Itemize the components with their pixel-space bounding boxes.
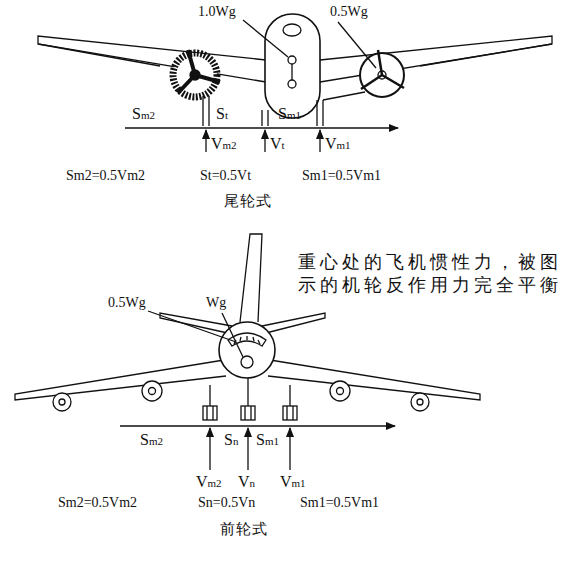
fuselage xyxy=(219,322,275,378)
engine xyxy=(411,393,429,411)
cg-mark xyxy=(241,356,253,368)
equation: Sm2=0.5Vm2 xyxy=(66,168,145,185)
leader-line xyxy=(222,313,243,357)
figure-caption: 尾轮式 xyxy=(224,192,272,210)
engine xyxy=(142,381,162,401)
windshield-hatch xyxy=(234,336,260,344)
reaction-arrow xyxy=(209,428,210,470)
windshield xyxy=(228,333,266,346)
load-label: 1.0Wg xyxy=(198,4,236,21)
engine-core xyxy=(417,399,423,405)
vertical-tail xyxy=(240,234,262,322)
reaction-arrow xyxy=(319,130,320,152)
tail-gear-strut xyxy=(262,110,268,126)
equation: Sm1=0.5Vm1 xyxy=(300,495,379,512)
equation: St=0.5Vt xyxy=(200,168,251,185)
cockpit xyxy=(283,24,301,36)
right-stabilizer xyxy=(262,313,325,334)
propeller xyxy=(361,50,404,89)
wheel xyxy=(283,406,297,420)
reaction-arrow xyxy=(205,130,206,152)
cg-mark xyxy=(288,56,296,64)
force-symbol: Sn xyxy=(224,430,238,449)
force-symbol: Sm1 xyxy=(256,430,279,449)
force-symbol: Vm1 xyxy=(325,134,351,153)
right-wing xyxy=(268,360,480,400)
equation: Sn=0.5Vn xyxy=(198,495,255,512)
load-label: 0.5Wg xyxy=(108,295,146,312)
wheel xyxy=(241,406,255,420)
leader-line xyxy=(243,20,288,57)
cg-mark xyxy=(288,80,296,88)
load-label: Wg xyxy=(206,295,226,312)
leader-line xyxy=(338,22,376,68)
engine xyxy=(53,393,71,411)
wing-line xyxy=(420,44,552,66)
force-symbol: Vn xyxy=(238,472,255,491)
force-symbol: St xyxy=(216,104,228,123)
engine xyxy=(330,381,350,401)
left-gear-strut xyxy=(203,96,209,126)
wheel-tread xyxy=(207,406,293,420)
note-text: 重心处的飞机惯性力，被图示的机轮反作用力完全平衡 xyxy=(298,250,578,297)
engine-core xyxy=(337,388,344,395)
reaction-arrow xyxy=(247,428,248,470)
reaction-arrow xyxy=(264,130,265,152)
force-symbol: Vm2 xyxy=(196,472,222,491)
reaction-arrow xyxy=(289,428,290,470)
gear-strut xyxy=(210,378,290,406)
wheel xyxy=(203,406,217,420)
fuselage xyxy=(265,14,320,118)
engine-core xyxy=(149,388,156,395)
engine-core xyxy=(59,399,65,405)
equation: Sm2=0.5Vm2 xyxy=(58,495,137,512)
right-gear-strut xyxy=(317,92,365,126)
force-symbol: Sm2 xyxy=(140,430,163,449)
force-symbol: Sm1 xyxy=(278,104,301,123)
left-wing xyxy=(15,360,226,400)
equation: Sm1=0.5Vm1 xyxy=(302,168,381,185)
force-symbol: Vm2 xyxy=(211,134,237,153)
ground-force-line xyxy=(125,127,398,128)
force-symbol: Vm1 xyxy=(280,472,306,491)
left-stabilizer xyxy=(160,313,232,334)
figure-caption: 前轮式 xyxy=(220,520,268,538)
load-label: 0.5Wg xyxy=(330,4,368,21)
wing-line xyxy=(38,44,160,66)
left-wing xyxy=(38,36,266,82)
cg-link xyxy=(291,64,292,80)
ground-force-line xyxy=(120,425,395,426)
propeller xyxy=(178,50,220,93)
force-symbol: Sm2 xyxy=(132,104,155,123)
force-symbol: Vt xyxy=(270,134,285,153)
